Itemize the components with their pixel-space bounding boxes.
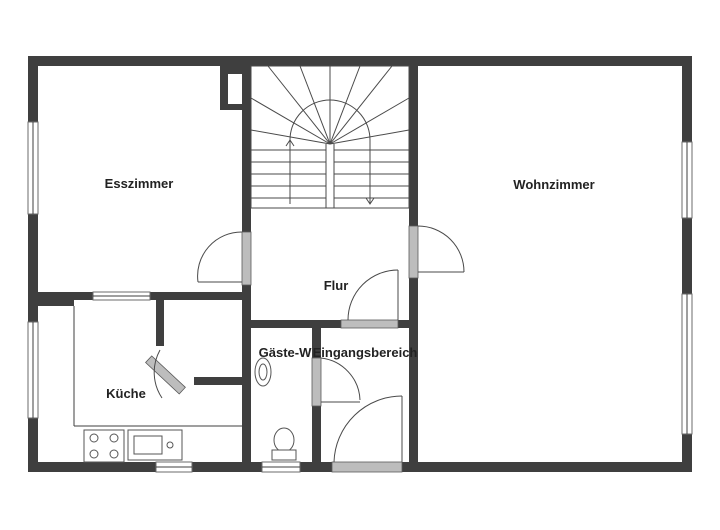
stove xyxy=(83,429,125,463)
label-eingangsbereich: Eingangsbereich xyxy=(313,345,418,360)
label-wohnzimmer: Wohnzimmer xyxy=(513,177,594,192)
kitchen-counter xyxy=(73,306,242,463)
door-esszimmer[interactable] xyxy=(197,231,252,286)
door-wohnzimmer[interactable] xyxy=(408,225,465,279)
label-kueche: Küche xyxy=(106,386,146,401)
wc-fixtures xyxy=(254,357,297,461)
label-flur: Flur xyxy=(324,278,349,293)
interior-walls xyxy=(38,66,418,472)
door-entrance[interactable] xyxy=(331,395,403,473)
outer-walls xyxy=(28,56,692,472)
door-flur[interactable] xyxy=(340,269,399,329)
toilet xyxy=(273,427,295,453)
label-gaeste-wc: Gäste-W xyxy=(259,345,312,360)
windows xyxy=(27,121,693,473)
door-wc[interactable] xyxy=(311,357,361,407)
room-labels: Esszimmer Wohnzimmer Flur Küche Gäste-W … xyxy=(105,176,595,401)
door-kueche[interactable] xyxy=(145,349,186,399)
staircase xyxy=(250,65,410,209)
doors xyxy=(145,225,465,473)
label-esszimmer: Esszimmer xyxy=(105,176,174,191)
